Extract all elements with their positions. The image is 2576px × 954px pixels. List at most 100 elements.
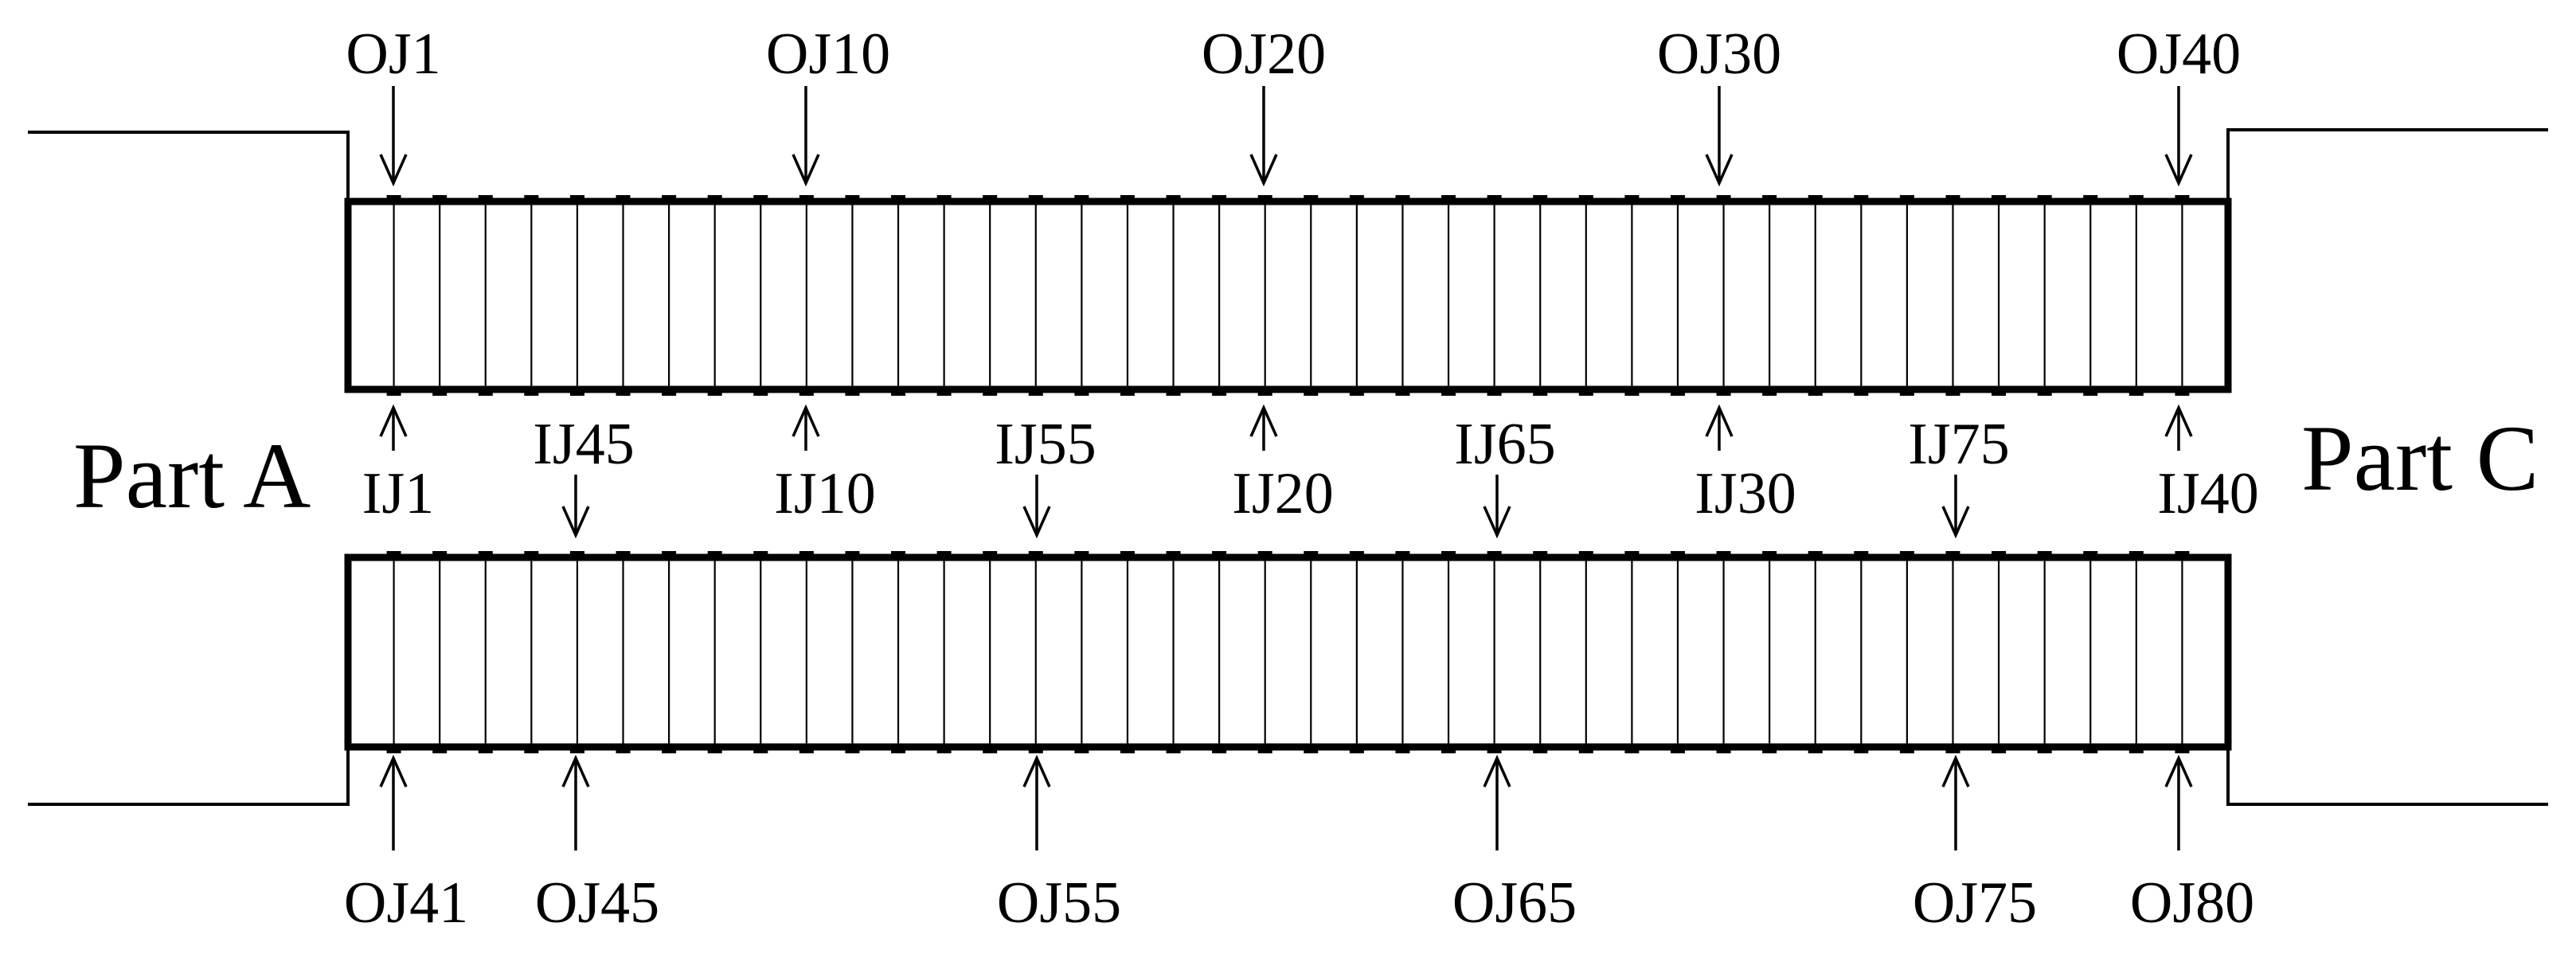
bottom-joint-tick [1899, 745, 1914, 753]
bottom-joint-tick [799, 745, 814, 753]
bottom-joint-tick [936, 551, 952, 559]
top-joint-tick [1992, 195, 2007, 203]
bottom-joint-tick [1212, 551, 1227, 559]
bottom-joint-tick [753, 551, 768, 559]
bottom-joint-tick [1624, 551, 1640, 559]
top-joint-tick [1992, 388, 2007, 396]
bottom-joint-tick [662, 745, 677, 753]
top-joint-tick [1074, 388, 1089, 396]
top-joint-tick [1624, 195, 1640, 203]
bottom-joint-tick [662, 551, 677, 559]
bottom-joint-tick [2037, 551, 2052, 559]
top-joint-tick [524, 195, 539, 203]
arrow-icon [1022, 754, 1051, 850]
bottom-joint-tick [616, 745, 631, 753]
bottom-joint-tick [1074, 745, 1089, 753]
bottom-joint-tick [1166, 745, 1181, 753]
bottom-joint-tick [1395, 551, 1410, 559]
top-joint-tick [2083, 388, 2098, 396]
top-joint-tick [569, 195, 584, 203]
bottom-joint-tick [1487, 745, 1502, 753]
bottom-joint-tick [1670, 745, 1685, 753]
arrow-icon [1483, 754, 1511, 850]
top-joint-tick [1257, 388, 1272, 396]
top-joint-tick [2175, 388, 2190, 396]
bottom-strip-dividers [393, 557, 2183, 747]
top-joint-tick [1257, 195, 1272, 203]
arrow-icon [561, 475, 590, 539]
part-a-label: Part A [73, 424, 311, 528]
bottom-inner-label-4: IJ75 [1908, 412, 2009, 477]
top-joint-tick [616, 195, 631, 203]
top-joint-tick [386, 195, 401, 203]
bottom-joint-tick [386, 551, 401, 559]
arrow-head [379, 404, 408, 437]
arrow-head [1249, 404, 1278, 437]
joint-arrows [379, 86, 2193, 850]
top-joint-tick [1441, 388, 1456, 396]
top-joint-tick [1487, 195, 1502, 203]
arrow-icon [2164, 86, 2193, 187]
top-joint-tick [983, 388, 998, 396]
bottom-joint-tick [1304, 551, 1319, 559]
top-joint-tick [1808, 388, 1823, 396]
top-outer-label-3: OJ20 [1202, 22, 1326, 87]
bottom-joint-tick [569, 551, 584, 559]
bottom-outer-label-4: OJ65 [1452, 870, 1577, 936]
top-joint-tick [1716, 388, 1731, 396]
top-joint-tick [1854, 195, 1869, 203]
top-joint-tick [2175, 195, 2190, 203]
top-joint-tick [753, 388, 768, 396]
top-joint-tick [1945, 388, 1960, 396]
top-joint-tick [1487, 388, 1502, 396]
top-joint-tick [1304, 195, 1319, 203]
top-joint-tick [936, 195, 952, 203]
bottom-joint-tick [616, 551, 631, 559]
arrow-head [1705, 404, 1734, 437]
top-joint-tick [616, 388, 631, 396]
top-joint-tick [753, 195, 768, 203]
bottom-joint-tick [1120, 745, 1135, 753]
top-outer-label-2: OJ10 [766, 22, 890, 87]
arrow-icon [792, 86, 820, 187]
bottom-joint-tick [478, 551, 493, 559]
bottom-joint-tick [1441, 745, 1456, 753]
arrow-icon [1249, 86, 1278, 187]
arrow-icon [1022, 475, 1051, 539]
part-a-bottom-boundary [28, 747, 350, 806]
top-joint-tick [1945, 195, 1960, 203]
bottom-joint-tick [524, 745, 539, 753]
bottom-joint-tick [845, 745, 860, 753]
top-joint-tick [1578, 388, 1593, 396]
arrow-icon [1249, 404, 1278, 451]
arrow-icon [792, 404, 820, 451]
arrow-head [792, 154, 820, 187]
top-joint-tick [2037, 388, 2052, 396]
top-joint-tick [432, 195, 448, 203]
part-c-bottom-boundary [2226, 747, 2548, 806]
top-joint-tick [707, 195, 722, 203]
arrow-head [379, 154, 408, 187]
bottom-joint-tick [1487, 551, 1502, 559]
bottom-joint-tick [1074, 551, 1089, 559]
top-joint-tick [845, 388, 860, 396]
top-joint-tick [799, 195, 814, 203]
arrow-head [1249, 154, 1278, 187]
arrow-head [2164, 154, 2193, 187]
bottom-joint-tick [891, 745, 906, 753]
top-joint-tick [1533, 388, 1548, 396]
bottom-joint-tick [1441, 551, 1456, 559]
part-c-label: Part C [2301, 406, 2539, 510]
bottom-strip [344, 553, 2232, 751]
bottom-joint-tick [2175, 551, 2190, 559]
top-joint-tick [1349, 195, 1364, 203]
top-joint-tick [1074, 195, 1089, 203]
bottom-joint-tick [1120, 551, 1135, 559]
bottom-joint-tick [891, 551, 906, 559]
bottom-joint-tick [1992, 745, 2007, 753]
arrow-head [561, 754, 590, 788]
bottom-joint-tick [1854, 551, 1869, 559]
part-a-top-boundary [28, 131, 350, 201]
bottom-joint-tick [1304, 745, 1319, 753]
